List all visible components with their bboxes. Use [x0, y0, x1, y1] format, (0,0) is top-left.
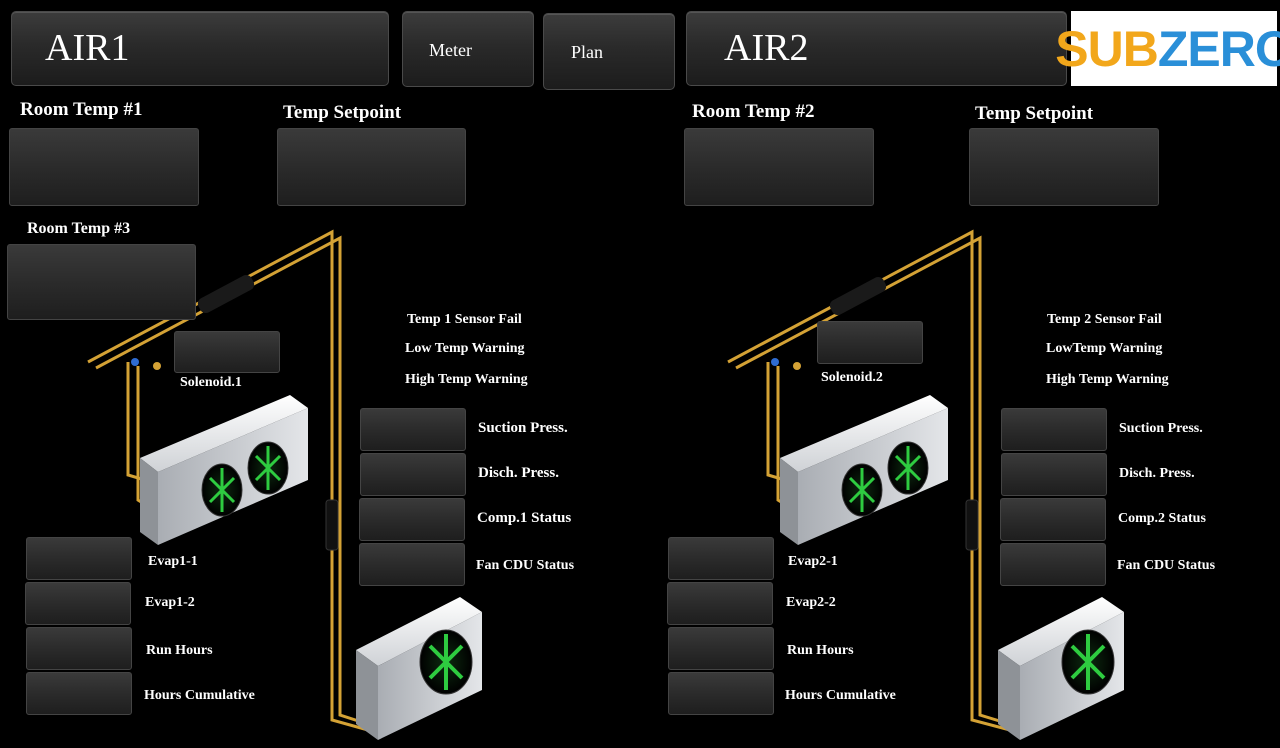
solenoid-2-status — [817, 321, 923, 364]
room-temp-2-value — [684, 128, 874, 206]
right-temp-setpoint-input[interactable] — [969, 128, 1159, 206]
air1-title: AIR1 — [45, 27, 130, 69]
left-suction-press-label: Suction Press. — [478, 420, 568, 436]
right-valve-icon-2 — [793, 362, 801, 370]
right-valve-icon — [771, 358, 779, 366]
solenoid-1-label: Solenoid.1 — [180, 375, 242, 390]
left-alarm-sensor-fail: Temp 1 Sensor Fail — [407, 312, 522, 327]
right-fan-cdu-status-value — [1000, 543, 1106, 586]
left-hours-cumulative-value — [26, 672, 132, 715]
right-suction-press-value — [1001, 408, 1107, 451]
air2-title-button[interactable] — [686, 11, 1067, 86]
right-temp-setpoint-label: Temp Setpoint — [975, 103, 1094, 124]
solenoid-2-label: Solenoid.2 — [821, 370, 883, 385]
room-temp-1-value — [9, 128, 199, 206]
left-suction-press-value — [360, 408, 466, 451]
left-fan-cdu-status-label: Fan CDU Status — [476, 558, 575, 573]
right-hours-cumulative-value — [668, 672, 774, 715]
evap1-1-value — [26, 537, 132, 580]
left-alarm-high-temp: High Temp Warning — [405, 372, 528, 387]
left-temp-setpoint-label: Temp Setpoint — [283, 102, 402, 123]
room-temp-3-label: Room Temp #3 — [27, 220, 131, 237]
right-condensing-unit — [998, 597, 1124, 740]
right-run-hours-value — [668, 627, 774, 670]
evap1-2-value — [25, 582, 131, 625]
right-suction-press-label: Suction Press. — [1119, 421, 1203, 436]
room-temp-3-value — [7, 244, 196, 320]
evap1-2-label: Evap1-2 — [145, 595, 195, 610]
right-insulation-sleeve — [829, 276, 887, 316]
evap2-1-value — [668, 537, 774, 580]
right-evaporator-unit — [780, 395, 948, 545]
logo-zero-text: ZERO — [1157, 20, 1280, 77]
evap2-2-value — [667, 582, 773, 625]
left-valve-icon — [131, 358, 139, 366]
left-run-hours-value — [26, 627, 132, 670]
right-alarm-high-temp: High Temp Warning — [1046, 372, 1169, 387]
left-hours-cumulative-label: Hours Cumulative — [144, 688, 255, 703]
left-alarm-low-temp: Low Temp Warning — [405, 341, 525, 356]
right-filter-drier — [965, 499, 979, 551]
left-insulation-sleeve — [197, 274, 255, 314]
left-valve-icon-2 — [153, 362, 161, 370]
right-fan-cdu-status-label: Fan CDU Status — [1117, 558, 1216, 573]
air2-title: AIR2 — [724, 27, 809, 69]
left-evaporator-unit — [140, 395, 308, 545]
left-disch-press-value — [360, 453, 466, 496]
right-disch-press-value — [1001, 453, 1107, 496]
right-alarm-low-temp: LowTemp Warning — [1046, 341, 1163, 356]
right-disch-press-label: Disch. Press. — [1119, 466, 1195, 481]
logo-sub-text: SUB — [1055, 20, 1159, 77]
room-temp-1-label: Room Temp #1 — [20, 99, 143, 120]
evap1-1-label: Evap1-1 — [148, 554, 198, 569]
left-run-hours-label: Run Hours — [146, 643, 213, 658]
meter-label: Meter — [429, 40, 472, 60]
meter-button[interactable] — [402, 11, 534, 87]
left-filter-drier — [325, 499, 339, 551]
plan-label: Plan — [571, 42, 604, 62]
evap2-2-label: Evap2-2 — [786, 595, 836, 610]
solenoid-1-status — [174, 331, 280, 373]
left-comp-status-value — [359, 498, 465, 541]
right-comp-status-label: Comp.2 Status — [1118, 511, 1206, 526]
left-condensing-unit — [356, 597, 482, 740]
right-comp-status-value — [1000, 498, 1106, 541]
left-comp-status-label: Comp.1 Status — [477, 510, 572, 526]
left-fan-cdu-status-value — [359, 543, 465, 586]
left-temp-setpoint-input[interactable] — [277, 128, 466, 206]
plan-button[interactable] — [543, 13, 675, 90]
right-run-hours-label: Run Hours — [787, 643, 854, 658]
room-temp-2-label: Room Temp #2 — [692, 101, 815, 122]
evap2-1-label: Evap2-1 — [788, 554, 838, 569]
right-hours-cumulative-label: Hours Cumulative — [785, 688, 896, 703]
right-alarm-sensor-fail: Temp 2 Sensor Fail — [1047, 312, 1162, 327]
air1-title-button[interactable] — [11, 11, 389, 86]
left-disch-press-label: Disch. Press. — [478, 465, 559, 481]
